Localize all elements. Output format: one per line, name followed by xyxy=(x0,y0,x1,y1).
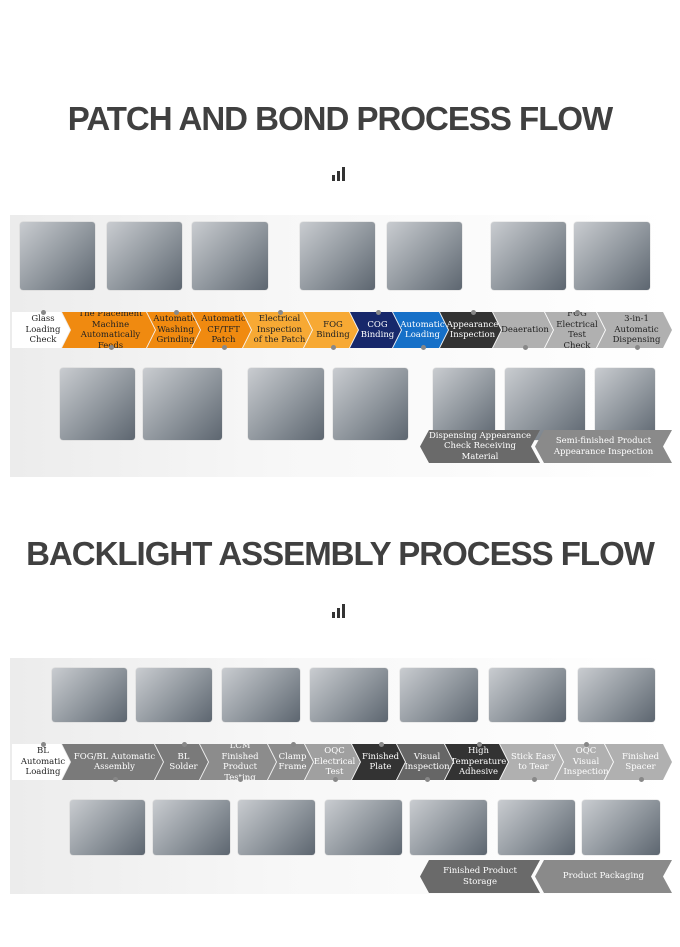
connector-dot xyxy=(173,310,179,315)
process-step: Automatic Washing Grinding xyxy=(147,312,200,348)
process-step: Automatic CF/TFT Patch xyxy=(192,312,251,348)
process-photo xyxy=(300,222,375,290)
process-photo xyxy=(248,368,324,440)
connector-dot xyxy=(221,345,227,350)
process-photo xyxy=(387,222,462,290)
process-photo xyxy=(595,368,655,440)
process-step: 3-in-1 Automatic Dispensing xyxy=(597,312,672,348)
bar-icon-part xyxy=(342,167,345,181)
process-photo xyxy=(153,800,230,855)
connector-dot xyxy=(470,310,476,315)
bar-icon-part xyxy=(337,608,340,618)
connector-dot xyxy=(238,777,243,782)
process-step: Glass Loading Check xyxy=(12,312,70,348)
section-title: BACKLIGHT ASSEMBLY PROCESS FLOW xyxy=(26,535,655,572)
process-step: Visual Inspection xyxy=(397,744,453,780)
process-photo xyxy=(60,368,135,440)
process-photo xyxy=(578,668,655,722)
process-photo xyxy=(491,222,566,290)
connector-dot xyxy=(476,742,482,747)
process-photo xyxy=(489,668,566,722)
bar-icon-part xyxy=(337,171,340,181)
process-photo xyxy=(238,800,315,855)
connector-dot xyxy=(378,742,384,747)
process-photo xyxy=(70,800,145,855)
return-step: Dispensing Appearance Check Receiving Ma… xyxy=(420,430,540,463)
process-step: Electrical Inspection of the Patch xyxy=(243,312,312,348)
process-photo xyxy=(400,668,478,722)
process-step: Stick Easy to Tear xyxy=(500,744,563,780)
process-photo xyxy=(498,800,575,855)
connector-dot xyxy=(425,777,430,782)
connector-dot xyxy=(634,345,640,350)
bar-chart-icon xyxy=(332,604,348,618)
process-step: High Temperature Adhesive xyxy=(445,744,508,780)
process-photo xyxy=(20,222,95,290)
process-photo xyxy=(192,222,268,290)
connector-dot xyxy=(41,310,46,315)
connector-dot xyxy=(575,310,580,315)
connector-dot xyxy=(531,777,537,782)
process-photo xyxy=(310,668,388,722)
process-photo xyxy=(143,368,222,440)
process-step: OQC Visual Inspection xyxy=(555,744,613,780)
process-step: Finished Spacer xyxy=(605,744,672,780)
connector-dot xyxy=(332,777,338,782)
return-step: Semi-finished Product Appearance Inspect… xyxy=(535,430,672,463)
process-step: Appearance Inspection xyxy=(440,312,501,348)
process-step: COG Binding xyxy=(350,312,401,348)
connector-dot xyxy=(638,777,644,782)
connector-dot xyxy=(112,777,118,782)
bar-icon-part xyxy=(332,175,335,181)
process-photo xyxy=(136,668,212,722)
process-step: The Placement Machine Automatically Feed… xyxy=(62,312,155,348)
process-photo xyxy=(107,222,182,290)
process-photo xyxy=(433,368,495,440)
connector-dot xyxy=(277,310,283,315)
process-photo xyxy=(333,368,408,440)
bar-icon-part xyxy=(342,604,345,618)
process-photo xyxy=(574,222,650,290)
process-step: FOG Binding xyxy=(304,312,358,348)
process-step: OQC Electrical Test xyxy=(305,744,360,780)
bar-icon-part xyxy=(332,612,335,618)
connector-dot xyxy=(181,742,187,747)
process-photo xyxy=(52,668,127,722)
process-step: FOG Electrical Test Check xyxy=(545,312,605,348)
section-title: PATCH AND BOND PROCESS FLOW xyxy=(67,100,613,137)
process-step: Automatic Loading xyxy=(393,312,448,348)
return-step: Product Packaging xyxy=(535,860,672,893)
process-step: FOG/BL Automatic Assembly xyxy=(62,744,163,780)
process-photo xyxy=(222,668,300,722)
process-step: BL Automatic Loading xyxy=(12,744,70,780)
process-photo xyxy=(325,800,402,855)
connector-dot xyxy=(290,742,296,747)
process-photo xyxy=(505,368,585,440)
connector-dot xyxy=(523,345,528,350)
connector-dot xyxy=(420,345,426,350)
connector-dot xyxy=(331,345,336,350)
process-step: Deaeration xyxy=(493,312,553,348)
bar-chart-icon xyxy=(332,167,348,181)
process-step: LCM Finished Product Testing xyxy=(200,744,276,780)
return-step: Finished Product Storage xyxy=(420,860,540,893)
connector-dot xyxy=(584,742,589,747)
connector-dot xyxy=(41,742,46,747)
process-photo xyxy=(410,800,487,855)
process-photo xyxy=(582,800,660,855)
connector-dot xyxy=(108,345,114,350)
connector-dot xyxy=(375,310,381,315)
